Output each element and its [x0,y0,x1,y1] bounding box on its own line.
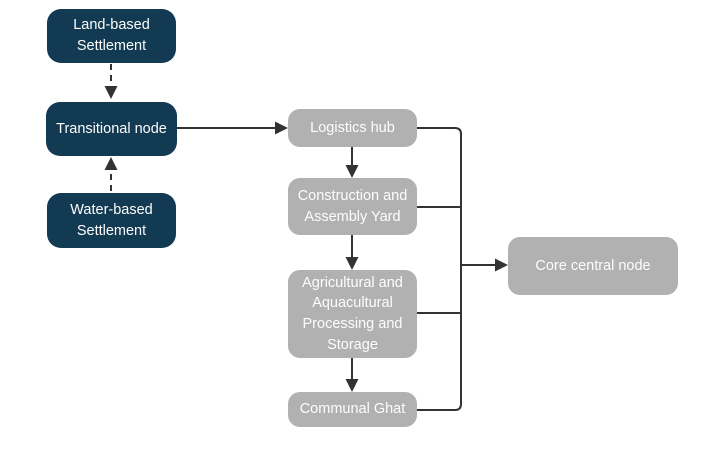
arrowhead-transitional-to-logistics [275,121,288,135]
node-communal-ghat: Communal Ghat [288,392,417,427]
arrowhead-logistics-to-construction [345,165,359,178]
edge-right-trunk [417,127,462,411]
node-land-based-settlement: Land-based Settlement [47,9,176,63]
arrowhead-land-to-transitional [104,86,118,99]
node-core-central-node: Core central node [508,237,678,295]
arrowhead-trunk-to-core [495,258,508,272]
node-agricultural-aquacultural-processing-storage: Agricultural and Aquacultural Processing… [288,270,417,358]
node-construction-assembly-yard: Construction and Assembly Yard [288,178,417,235]
arrowhead-construction-to-agricultural [345,257,359,270]
node-transitional-node: Transitional node [46,102,177,156]
arrowhead-agricultural-to-ghat [345,379,359,392]
arrowhead-water-to-transitional [104,157,118,170]
node-water-based-settlement: Water-based Settlement [47,193,176,248]
node-logistics-hub: Logistics hub [288,109,417,147]
